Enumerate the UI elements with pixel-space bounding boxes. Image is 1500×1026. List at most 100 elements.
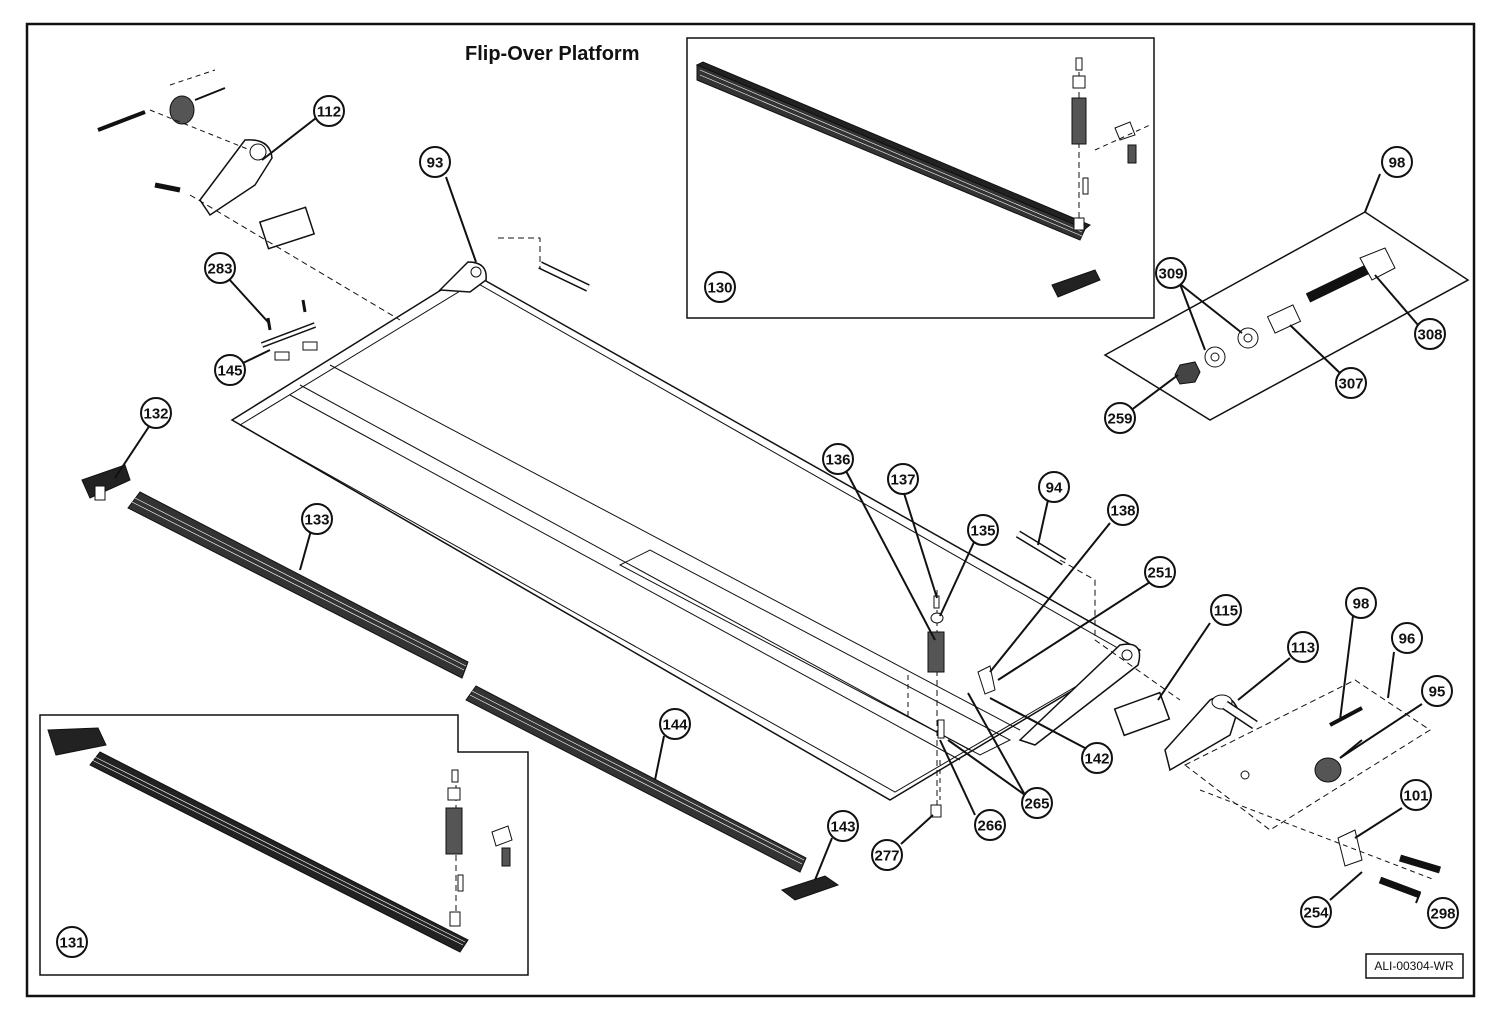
end-cap-143 xyxy=(780,875,840,901)
hinge-assembly-112 xyxy=(97,69,401,321)
callout-135: 135 xyxy=(967,514,999,546)
callout-label: 115 xyxy=(1214,603,1238,620)
callout-137: 137 xyxy=(887,463,919,495)
callout-circle xyxy=(887,463,919,495)
callout-label: 145 xyxy=(217,363,242,380)
end-cap-130 xyxy=(1051,269,1101,298)
callout-label: 266 xyxy=(977,818,1002,835)
callout-112: 112 xyxy=(313,95,345,127)
diagram-title: Flip-Over Platform xyxy=(465,43,639,65)
callout-143: 143 xyxy=(827,810,859,842)
callout-label: 307 xyxy=(1338,376,1363,393)
callout-label: 277 xyxy=(874,848,899,865)
callout-138: 138 xyxy=(1107,494,1139,526)
callout-circle xyxy=(1155,257,1187,289)
drawing-border xyxy=(25,22,1476,998)
callout-131: 131 xyxy=(56,926,88,958)
callout-label: 309 xyxy=(1158,266,1183,283)
drawing-ref: ALI-00304-WR xyxy=(1374,959,1454,973)
callout-label: 144 xyxy=(662,717,688,734)
callout-266: 266 xyxy=(974,809,1006,841)
callout-label: 132 xyxy=(143,406,168,423)
callout-label: 308 xyxy=(1417,327,1442,344)
callout-142: 142 xyxy=(1081,742,1113,774)
callout-136: 136 xyxy=(822,443,854,475)
drawing-ref-box xyxy=(1365,953,1464,979)
callout-label: 136 xyxy=(825,452,850,469)
callout-130: 130 xyxy=(704,271,736,303)
callout-circle xyxy=(1335,367,1367,399)
callout-circle xyxy=(56,926,88,958)
callout-96: 96 xyxy=(1391,622,1423,654)
callout-label: 137 xyxy=(890,472,915,489)
callout-label: 251 xyxy=(1147,565,1172,582)
callout-93: 93 xyxy=(419,146,451,178)
callout-259: 259 xyxy=(1104,402,1136,434)
callout-133: 133 xyxy=(301,503,333,535)
pin-94 xyxy=(1015,530,1067,566)
callout-circle xyxy=(1081,742,1113,774)
callout-label: 298 xyxy=(1430,906,1455,923)
callout-circle xyxy=(1104,402,1136,434)
callout-label: 131 xyxy=(59,935,84,952)
callout-144: 144 xyxy=(659,708,691,740)
callout-circle xyxy=(704,271,736,303)
callout-circle xyxy=(204,252,236,284)
callout-label: 133 xyxy=(304,512,329,529)
callout-113: 113 xyxy=(1287,631,1319,663)
callout-label: 96 xyxy=(1399,631,1416,648)
callout-label: 93 xyxy=(427,155,444,172)
callout-circle xyxy=(974,809,1006,841)
tread-strip-133 xyxy=(127,491,469,679)
callout-label: 95 xyxy=(1429,684,1446,701)
callout-label: 94 xyxy=(1046,480,1063,497)
callout-circle xyxy=(419,146,451,178)
callout-101: 101 xyxy=(1400,779,1432,811)
callout-circle xyxy=(1144,556,1176,588)
callout-254: 254 xyxy=(1300,896,1332,928)
callout-label: 254 xyxy=(1303,905,1329,922)
callout-circle xyxy=(871,839,903,871)
kit-98-hardware xyxy=(1103,211,1470,421)
callout-98: 98 xyxy=(1381,146,1413,178)
tread-strip-131 xyxy=(89,751,469,953)
callout-label: 142 xyxy=(1084,751,1109,768)
end-cap-131 xyxy=(47,727,107,756)
inset-131 xyxy=(39,714,529,976)
callout-label: 113 xyxy=(1291,640,1315,657)
latch-hardware xyxy=(907,590,996,818)
callout-circle xyxy=(659,708,691,740)
callout-132: 132 xyxy=(140,397,172,429)
callout-label: 101 xyxy=(1403,788,1428,805)
callout-circle xyxy=(1107,494,1139,526)
callout-94: 94 xyxy=(1038,471,1070,503)
callout-circle xyxy=(1400,779,1432,811)
callout-label: 98 xyxy=(1389,155,1406,172)
callout-circle xyxy=(1414,318,1446,350)
callout-277: 277 xyxy=(871,839,903,871)
end-cap-132 xyxy=(81,464,131,499)
platform-deck xyxy=(230,261,1142,801)
callout-circle xyxy=(822,443,854,475)
callout-label: 98 xyxy=(1353,596,1370,613)
callout-circle xyxy=(1287,631,1319,663)
callout-label: 265 xyxy=(1024,796,1049,813)
callout-circle xyxy=(1300,896,1332,928)
callout-145: 145 xyxy=(214,354,246,386)
tread-strip-130 xyxy=(695,61,1091,241)
callout-98: 98 xyxy=(1345,587,1377,619)
callout-circle xyxy=(313,95,345,127)
bracket-145 xyxy=(260,299,318,361)
callout-283: 283 xyxy=(204,252,236,284)
callout-circle xyxy=(1381,146,1413,178)
callout-115: 115 xyxy=(1210,594,1242,626)
callout-circle xyxy=(1038,471,1070,503)
hinge-assembly-right xyxy=(1113,679,1442,899)
callout-307: 307 xyxy=(1335,367,1367,399)
callout-label: 130 xyxy=(707,280,732,297)
callout-circle xyxy=(140,397,172,429)
callout-circle xyxy=(1210,594,1242,626)
callout-label: 143 xyxy=(830,819,855,836)
